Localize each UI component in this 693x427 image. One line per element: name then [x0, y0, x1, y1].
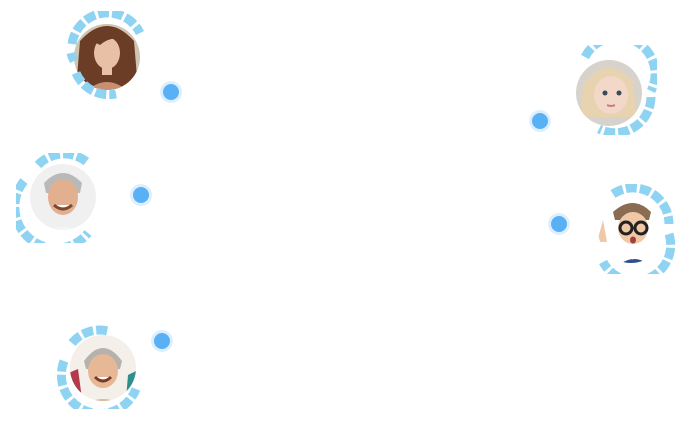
avatar-older-woman[interactable]: [56, 319, 146, 409]
connector-dot-older-man: [130, 184, 152, 206]
connector-dot-older-woman: [151, 330, 173, 352]
connector-dot-little-girl: [529, 110, 551, 132]
boy-with-glasses-portrait-icon: [598, 184, 676, 274]
little-girl-portrait-icon: [576, 45, 657, 135]
ring: [581, 45, 657, 135]
avatar-little-girl[interactable]: [567, 45, 657, 135]
avatar-older-man[interactable]: [16, 153, 106, 243]
avatar-boy-with-glasses[interactable]: [589, 184, 679, 274]
young-woman-portrait-icon: [66, 11, 145, 100]
connector-dot-boy-with-glasses: [548, 213, 570, 235]
older-woman-portrait-icon: [56, 325, 141, 409]
older-man-portrait-icon: [16, 153, 96, 243]
ring: [599, 184, 676, 274]
connector-dot-young-woman: [160, 81, 182, 103]
ring: [56, 325, 141, 409]
ring: [66, 11, 145, 100]
ring: [16, 153, 92, 243]
avatar-young-woman[interactable]: [62, 11, 152, 101]
